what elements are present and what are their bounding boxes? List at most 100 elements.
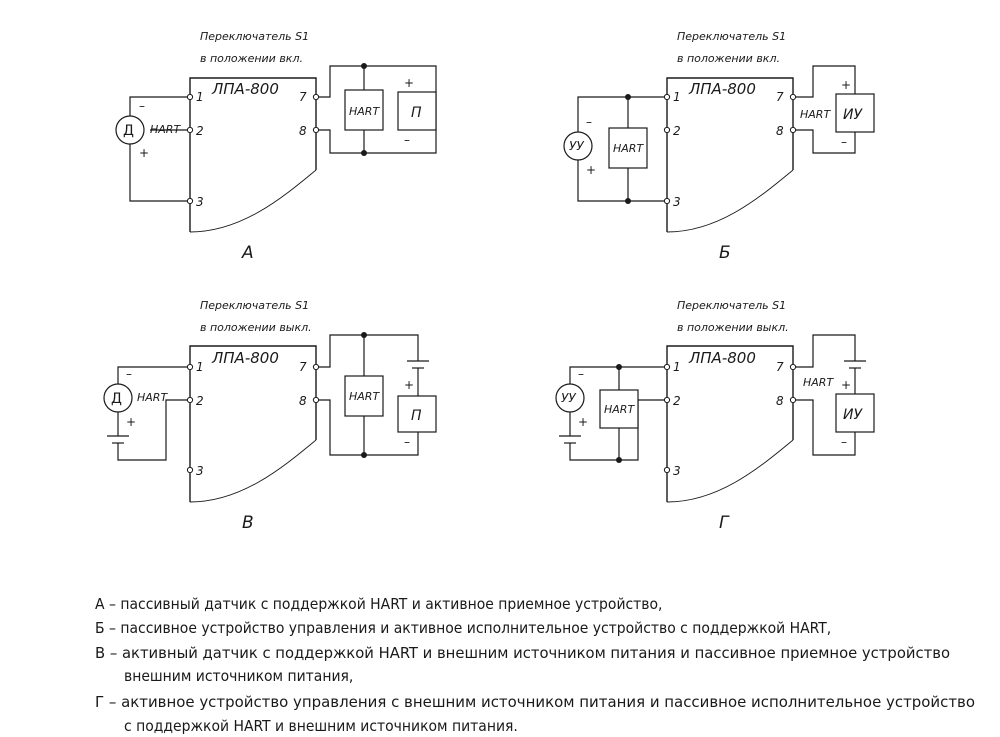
- diagram-b-actuator-label: ИУ: [843, 107, 863, 123]
- diagram-d-module-body: [666, 345, 794, 502]
- diagram-b-module-break: [666, 169, 794, 233]
- diagram-b-pin-7: 7: [776, 90, 784, 104]
- diagram-b-control-unit: [563, 131, 593, 161]
- diagram-a-pin-8: 8: [299, 124, 307, 138]
- diagram-d-pin-2: 2: [673, 394, 681, 408]
- diagram-c-right-hart: HART: [349, 390, 380, 403]
- diagram-b-control-label: УУ: [569, 139, 584, 153]
- svg-text:–: –: [578, 367, 584, 381]
- diagram-c-pin-1: 1: [196, 360, 204, 374]
- svg-text:+: +: [841, 78, 851, 92]
- svg-text:–: –: [404, 133, 410, 147]
- diagram-b-pin-8: 8: [776, 124, 784, 138]
- diagram-b-left-hart: HART: [613, 142, 644, 155]
- diagram-c-pin-7: 7: [299, 360, 307, 374]
- diagram-d-pin-3: 3: [673, 464, 681, 478]
- diagram-d-right-hart: HART: [803, 376, 834, 389]
- diagram-d-caption-1: Переключатель S1: [677, 299, 786, 312]
- svg-text:–: –: [841, 135, 847, 149]
- svg-text:–: –: [139, 99, 145, 113]
- diagram-b-pin-2: 2: [673, 124, 681, 138]
- diagram-a-sensor: [115, 115, 145, 145]
- diagram-a-sensor-label: Д: [123, 123, 134, 139]
- diagram-d-pin-8: 8: [776, 394, 784, 408]
- diagram-c-caption-1: Переключатель S1: [200, 299, 309, 312]
- diagram-a-right-hart: HART: [349, 105, 380, 118]
- svg-text:+: +: [404, 76, 414, 90]
- diagram-c-receiver-label: П: [411, 408, 422, 424]
- diagram-c-module-break: [189, 439, 317, 503]
- diagram-b-right-hart: HART: [800, 108, 831, 121]
- diagram-b-caption-2: в положении вкл.: [677, 52, 780, 65]
- svg-text:+: +: [126, 415, 136, 429]
- diagram-c-caption-2: в положении выкл.: [200, 321, 312, 334]
- diagram-d-actuator-label: ИУ: [843, 407, 863, 423]
- diagram-a-module-body: [189, 77, 317, 232]
- diagram-c-pin-8: 8: [299, 394, 307, 408]
- diagram-a-label: А: [241, 243, 254, 263]
- legend-line-d-cont: с поддержкой HART и внешним источником п…: [124, 717, 518, 735]
- svg-text:+: +: [404, 378, 414, 392]
- diagram-d-control-label: УУ: [561, 391, 576, 405]
- diagram-a-pin-7: 7: [299, 90, 307, 104]
- svg-text:+: +: [586, 163, 596, 177]
- diagram-b-caption-1: Переключатель S1: [677, 30, 786, 43]
- legend-line-b: Б – пассивное устройство управления и ак…: [95, 619, 831, 637]
- diagram-a: Переключатель S1 в положении вкл. ЛПА-80…: [115, 30, 437, 263]
- diagram-d: Переключатель S1 в положении выкл. ЛПА-8…: [555, 299, 875, 533]
- diagram-a-caption-2: в положении вкл.: [200, 52, 303, 65]
- diagram-c-left-hart: HART: [137, 391, 168, 404]
- diagram-c-title: ЛПА-800: [211, 349, 279, 367]
- diagram-a-right-hart-box: [344, 89, 384, 131]
- diagram-b-title: ЛПА-800: [688, 80, 756, 98]
- diagram-a-pin-1: 1: [196, 90, 204, 104]
- diagram-d-actuator-box: [835, 393, 875, 433]
- diagram-b-left-hart-box: [608, 127, 648, 169]
- diagram-d-pin-1: 1: [673, 360, 681, 374]
- diagram-d-control-unit: [555, 383, 585, 413]
- legend-line-d: Г – активное устройство управления с вне…: [95, 693, 975, 711]
- diagram-d-label: Г: [719, 513, 730, 533]
- diagram-b-pin-1: 1: [673, 90, 681, 104]
- diagram-d-title: ЛПА-800: [688, 349, 756, 367]
- diagram-c-label: В: [242, 513, 254, 533]
- legend: А – пассивный датчик с поддержкой HART и…: [95, 595, 975, 735]
- diagram-c: Переключатель S1 в положении выкл. ЛПА-8…: [103, 299, 437, 533]
- diagram-c-sensor-label: Д: [111, 391, 122, 407]
- diagram-c-right-hart-box: [344, 375, 384, 417]
- diagram-a-caption-1: Переключатель S1: [200, 30, 309, 43]
- diagram-b-module-body: [666, 77, 794, 232]
- diagram-a-module-break: [189, 169, 317, 233]
- diagram-d-left-hart-box: [599, 389, 639, 429]
- diagram-b: Переключатель S1 в положении вкл. ЛПА-80…: [563, 30, 875, 263]
- svg-text:–: –: [404, 435, 410, 449]
- diagram-b-label: Б: [719, 243, 731, 263]
- diagram-a-title: ЛПА-800: [211, 80, 279, 98]
- diagram-a-receiver-box: [397, 91, 437, 131]
- svg-text:+: +: [841, 378, 851, 392]
- svg-text:–: –: [841, 435, 847, 449]
- diagram-c-module-body: [189, 345, 317, 502]
- diagram-d-pin-7: 7: [776, 360, 784, 374]
- svg-text:+: +: [139, 146, 149, 160]
- diagram-c-pin-3: 3: [196, 464, 204, 478]
- diagram-a-receiver-label: П: [411, 105, 422, 121]
- diagram-d-left-hart: HART: [604, 403, 635, 416]
- legend-line-c: В – активный датчик с поддержкой HART и …: [95, 644, 950, 662]
- diagram-b-actuator-box: [835, 93, 875, 133]
- diagram-c-pin-2: 2: [196, 394, 204, 408]
- diagram-b-pin-3: 3: [673, 195, 681, 209]
- legend-line-a: А – пассивный датчик с поддержкой HART и…: [95, 595, 662, 613]
- svg-text:–: –: [126, 367, 132, 381]
- diagram-c-receiver-box: [397, 395, 437, 433]
- legend-line-c-cont: внешним источником питания,: [124, 667, 353, 685]
- diagram-a-pin-3: 3: [196, 195, 204, 209]
- diagram-c-sensor: [103, 383, 133, 413]
- diagram-d-caption-2: в положении выкл.: [677, 321, 789, 334]
- diagram-a-left-hart: HART: [150, 123, 181, 136]
- diagram-a-pin-2: 2: [196, 124, 204, 138]
- diagram-d-module-break: [666, 439, 794, 503]
- svg-text:+: +: [578, 415, 588, 429]
- svg-text:–: –: [586, 115, 592, 129]
